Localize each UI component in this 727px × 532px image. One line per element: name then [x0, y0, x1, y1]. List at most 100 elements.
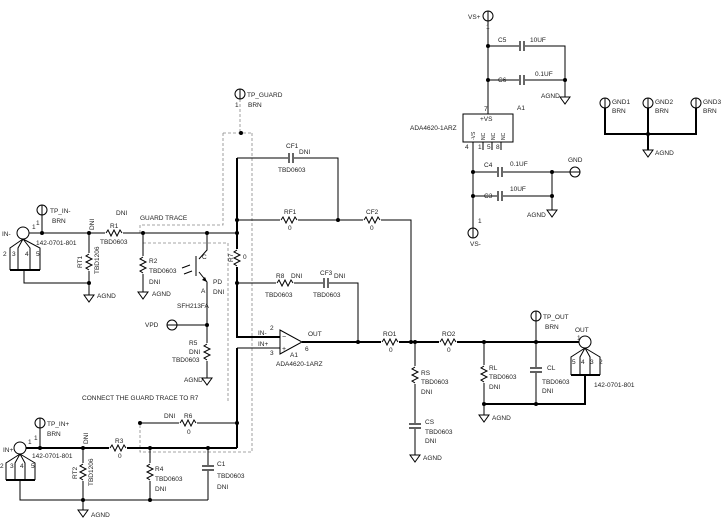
agnd-label: AGND: [492, 415, 511, 422]
a1-vs-minus: -VS: [471, 131, 477, 140]
c3-value: 10UF: [510, 186, 526, 193]
a1-in-minus: IN-: [258, 330, 267, 337]
tp-guard-sub: BRN: [248, 102, 262, 109]
r3-ref: R3: [115, 438, 124, 445]
testpoint-icon: [599, 97, 611, 109]
in-plus-pin4: 4: [20, 463, 24, 470]
cs-dni: DNI: [425, 438, 436, 445]
tp-in-minus-pin: 1: [36, 220, 40, 227]
ro2-value: 0: [447, 347, 451, 354]
vs-minus-pin: 1: [478, 218, 482, 225]
rs-dni: DNI: [421, 389, 432, 396]
resistor-icon: [275, 278, 295, 288]
rt2: RT2 TBD1206 DNI AGND: [72, 433, 110, 519]
r1-dni: DNI: [116, 210, 127, 217]
tp-out: TP_OUT BRN: [530, 310, 569, 342]
in-minus-pin5: 5: [36, 251, 40, 258]
rf1-ref: RF1: [284, 209, 297, 216]
agnd-label: AGND: [91, 512, 110, 519]
testpoint-icon: [690, 97, 702, 109]
agnd-label: AGND: [97, 293, 116, 300]
cl-ref: CL: [547, 365, 556, 372]
svg-text:−: −: [282, 334, 286, 341]
cl-value: TBD0603: [542, 379, 570, 386]
r8: R8 DNI TBD0603: [265, 273, 302, 299]
r8-dni: DNI: [291, 273, 302, 280]
rs-value: TBD0603: [421, 379, 449, 386]
r1: R1 TBD0603 DNI: [100, 210, 128, 246]
wire-inverting-node: [236, 158, 280, 338]
in-minus-connector: IN- 1 2 3 4 5 142-0701-801: [2, 224, 89, 284]
cf1-ref: CF1: [286, 143, 299, 150]
svg-text:+: +: [282, 346, 286, 353]
c4-ref: C4: [484, 162, 493, 169]
r3: R3 0: [108, 438, 128, 460]
out-pin5: 5: [572, 359, 576, 366]
testpoint-icon: [467, 227, 479, 239]
in-minus-pin2: 2: [3, 251, 7, 258]
c4-value: 0.1UF: [510, 161, 528, 168]
resistor-icon: [479, 364, 489, 384]
vpd-input: VPD: [145, 319, 209, 331]
pd-ref: PD: [213, 279, 222, 286]
resistor-icon: [84, 252, 94, 272]
a1-supply-box: [462, 113, 514, 143]
ro2-ref: RO2: [442, 331, 456, 338]
a1-pin3: 3: [270, 350, 274, 357]
gnd2-sub: BRN: [655, 108, 669, 115]
a1-supply-ref: A1: [517, 105, 525, 112]
out-part: 142-0701-801: [594, 382, 635, 389]
capacitor-icon: [496, 166, 504, 178]
gnd2-label: GND2: [655, 99, 673, 106]
supply-section: VS+ 1 C5 10UF C6 0.1UF AGND 7 A1 +VS ADA…: [410, 10, 583, 248]
rs-cs: RS TBD0603 DNI CS TBD0603 DNI AGND: [408, 342, 453, 463]
agnd-label: AGND: [152, 291, 171, 298]
gnd1-label: GND1: [612, 99, 630, 106]
tp-out-label: TP_OUT: [543, 314, 569, 321]
a1-vs-plus: +VS: [480, 116, 493, 123]
a1-pin7: 7: [484, 106, 488, 113]
tp-guard: TP_GUARD BRN 1: [234, 88, 283, 135]
tp-in-minus-sub: BRN: [52, 218, 66, 225]
r7: R7 0: [228, 218, 247, 285]
tp-in-minus-label: TP_IN-: [50, 208, 71, 215]
ground-icon: [478, 414, 490, 423]
out-label: OUT: [575, 327, 589, 334]
pd-dni: DNI: [213, 289, 224, 296]
r8-value: TBD0603: [265, 292, 293, 299]
testpoint-icon: [36, 204, 48, 216]
rf1-value: 0: [288, 225, 292, 232]
rl-cl: RL TBD0603 DNI CL TBD0603 DNI AGND: [478, 342, 586, 423]
rs-ref: RS: [421, 370, 431, 377]
cf3: CF3 DNI TBD0603: [313, 270, 345, 299]
a1-pin2: 2: [270, 325, 274, 332]
cl-dni: DNI: [542, 388, 553, 395]
resistor-icon: [362, 215, 382, 225]
pd-collector: C: [202, 254, 207, 261]
vs-minus-label: VS-: [470, 241, 481, 248]
resistor-icon: [410, 365, 420, 385]
ro1-value: 0: [389, 347, 393, 354]
out-pin1: 1: [577, 335, 581, 342]
c5-ref: C5: [498, 37, 507, 44]
a1-ref: A1: [290, 352, 298, 359]
r5-value: TBD0603: [172, 357, 200, 364]
capacitor-icon: [518, 40, 526, 52]
c6-ref: C6: [498, 77, 507, 84]
rl-ref: RL: [489, 365, 498, 372]
resistor-icon: [178, 418, 198, 428]
ground-icon: [201, 377, 213, 386]
a1-nc: NC: [501, 132, 507, 140]
cf3-dni: DNI: [334, 273, 345, 280]
resistor-icon: [380, 337, 400, 347]
c1-dni: DNI: [217, 484, 228, 491]
resistor-icon: [145, 462, 155, 482]
rt2-value: TBD1206: [88, 458, 95, 486]
in-minus-pin1: 1: [32, 224, 36, 231]
c6-value: 0.1UF: [535, 71, 553, 78]
r2-value: TBD0603: [149, 268, 177, 275]
in-plus-connector: IN+ 1 2 3 4 5 142-0701-801: [0, 439, 208, 501]
in-plus-pin3: 3: [10, 463, 14, 470]
ground-icon: [409, 454, 421, 463]
rt1-dni: DNI: [89, 219, 96, 230]
